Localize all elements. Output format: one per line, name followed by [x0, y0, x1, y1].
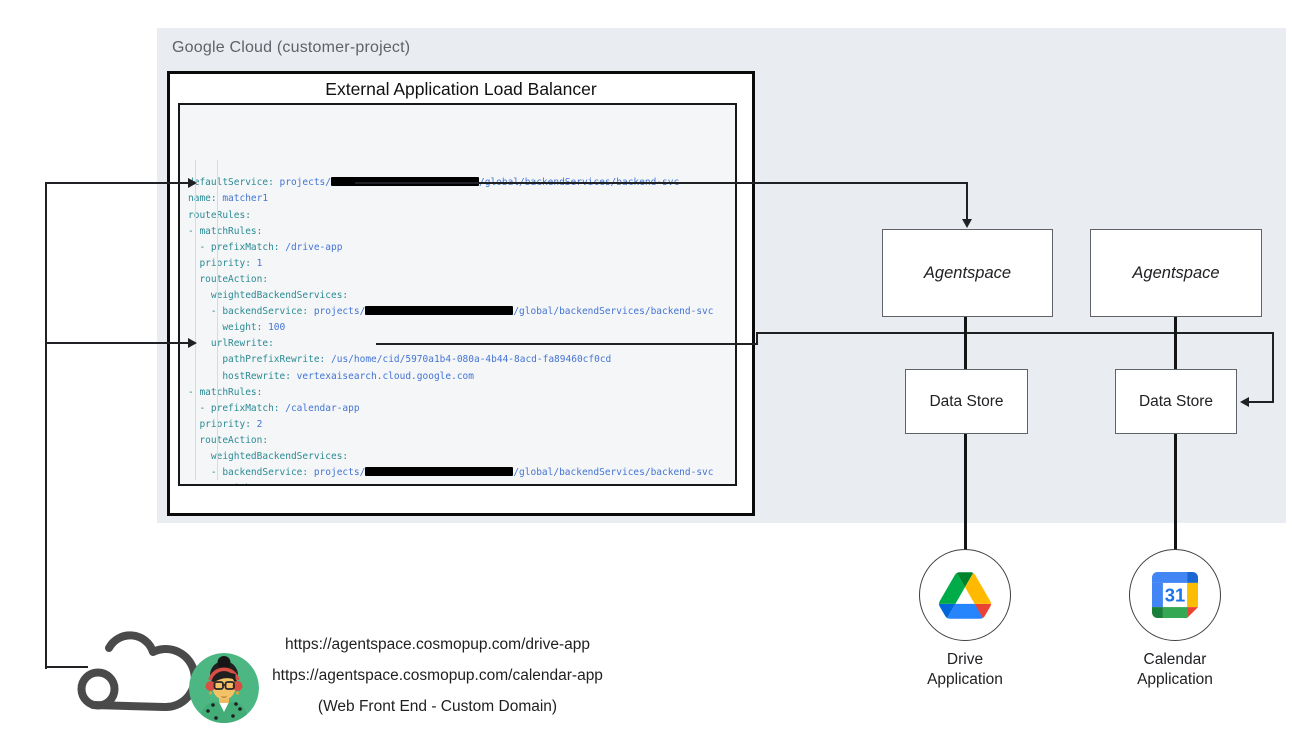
connector-calendar-route-h1	[376, 343, 758, 345]
connector-calendar-route-v	[1272, 332, 1274, 403]
agentspace-right-label: Agentspace	[1132, 263, 1220, 282]
arrowhead-agentspace-left	[962, 219, 972, 228]
svg-text:31: 31	[1165, 584, 1185, 605]
indent-guide	[195, 160, 196, 480]
cloud-icon	[64, 616, 214, 722]
datastore-right-label: Data Store	[1138, 392, 1214, 410]
redacted-project-id	[331, 177, 479, 187]
load-balancer-box: External Application Load Balancer defau…	[167, 71, 755, 516]
google-calendar-icon: 31	[1152, 572, 1198, 618]
google-drive-icon	[939, 571, 991, 619]
panel-title: Google Cloud (customer-project)	[172, 39, 411, 56]
connector-datastore-calendar	[1174, 434, 1177, 550]
connector-agentspace-datastore-right	[1174, 317, 1177, 369]
redacted-project-id	[365, 306, 514, 316]
datastore-box-left: Data Store	[905, 369, 1028, 434]
load-balancer-title: External Application Load Balancer	[325, 79, 597, 99]
url-map-code-block: defaultService: projects//global/backend…	[178, 103, 737, 486]
agentspace-left-label: Agentspace	[923, 263, 1012, 282]
drive-app-label: Drive Application	[927, 651, 1003, 688]
connector-user-vertical	[45, 182, 47, 669]
calendar-url: https://agentspace.cosmopup.com/calendar…	[272, 667, 603, 684]
connector-drive-route-h	[355, 182, 968, 184]
redacted-project-id	[365, 467, 514, 477]
datastore-box-right: Data Store	[1115, 369, 1237, 434]
connector-drive-route-v	[966, 182, 968, 220]
frontend-caption: (Web Front End - Custom Domain)	[317, 698, 558, 715]
connector-user-to-drive-rule	[45, 182, 189, 184]
calendar-app-label: Calendar Application	[1137, 651, 1213, 688]
drive-app-node	[919, 549, 1011, 641]
connector-user-to-cloud	[45, 666, 88, 668]
arrowhead-calendar-rule	[188, 338, 197, 348]
agentspace-box-right: Agentspace	[1090, 229, 1262, 317]
connector-datastore-drive	[964, 434, 967, 550]
agentspace-box-left: Agentspace	[882, 229, 1053, 317]
frontend-urls: https://agentspace.cosmopup.com/drive-ap…	[250, 629, 625, 722]
user-avatar-icon	[189, 653, 259, 723]
indent-guide	[217, 160, 218, 480]
arrowhead-datastore-right	[1240, 397, 1249, 407]
connector-user-to-calendar-rule	[45, 342, 189, 344]
connector-calendar-route-jog	[756, 332, 758, 345]
yaml-code-lines: defaultService: projects//global/backend…	[188, 177, 714, 484]
connector-calendar-route-h2	[756, 332, 1274, 334]
calendar-app-node: 31	[1129, 549, 1221, 641]
connector-calendar-route-h3	[1249, 401, 1274, 403]
drive-url: https://agentspace.cosmopup.com/drive-ap…	[284, 636, 590, 653]
connector-agentspace-datastore-left	[964, 317, 967, 369]
arrowhead-drive-rule	[188, 178, 197, 188]
datastore-left-label: Data Store	[929, 392, 1004, 410]
